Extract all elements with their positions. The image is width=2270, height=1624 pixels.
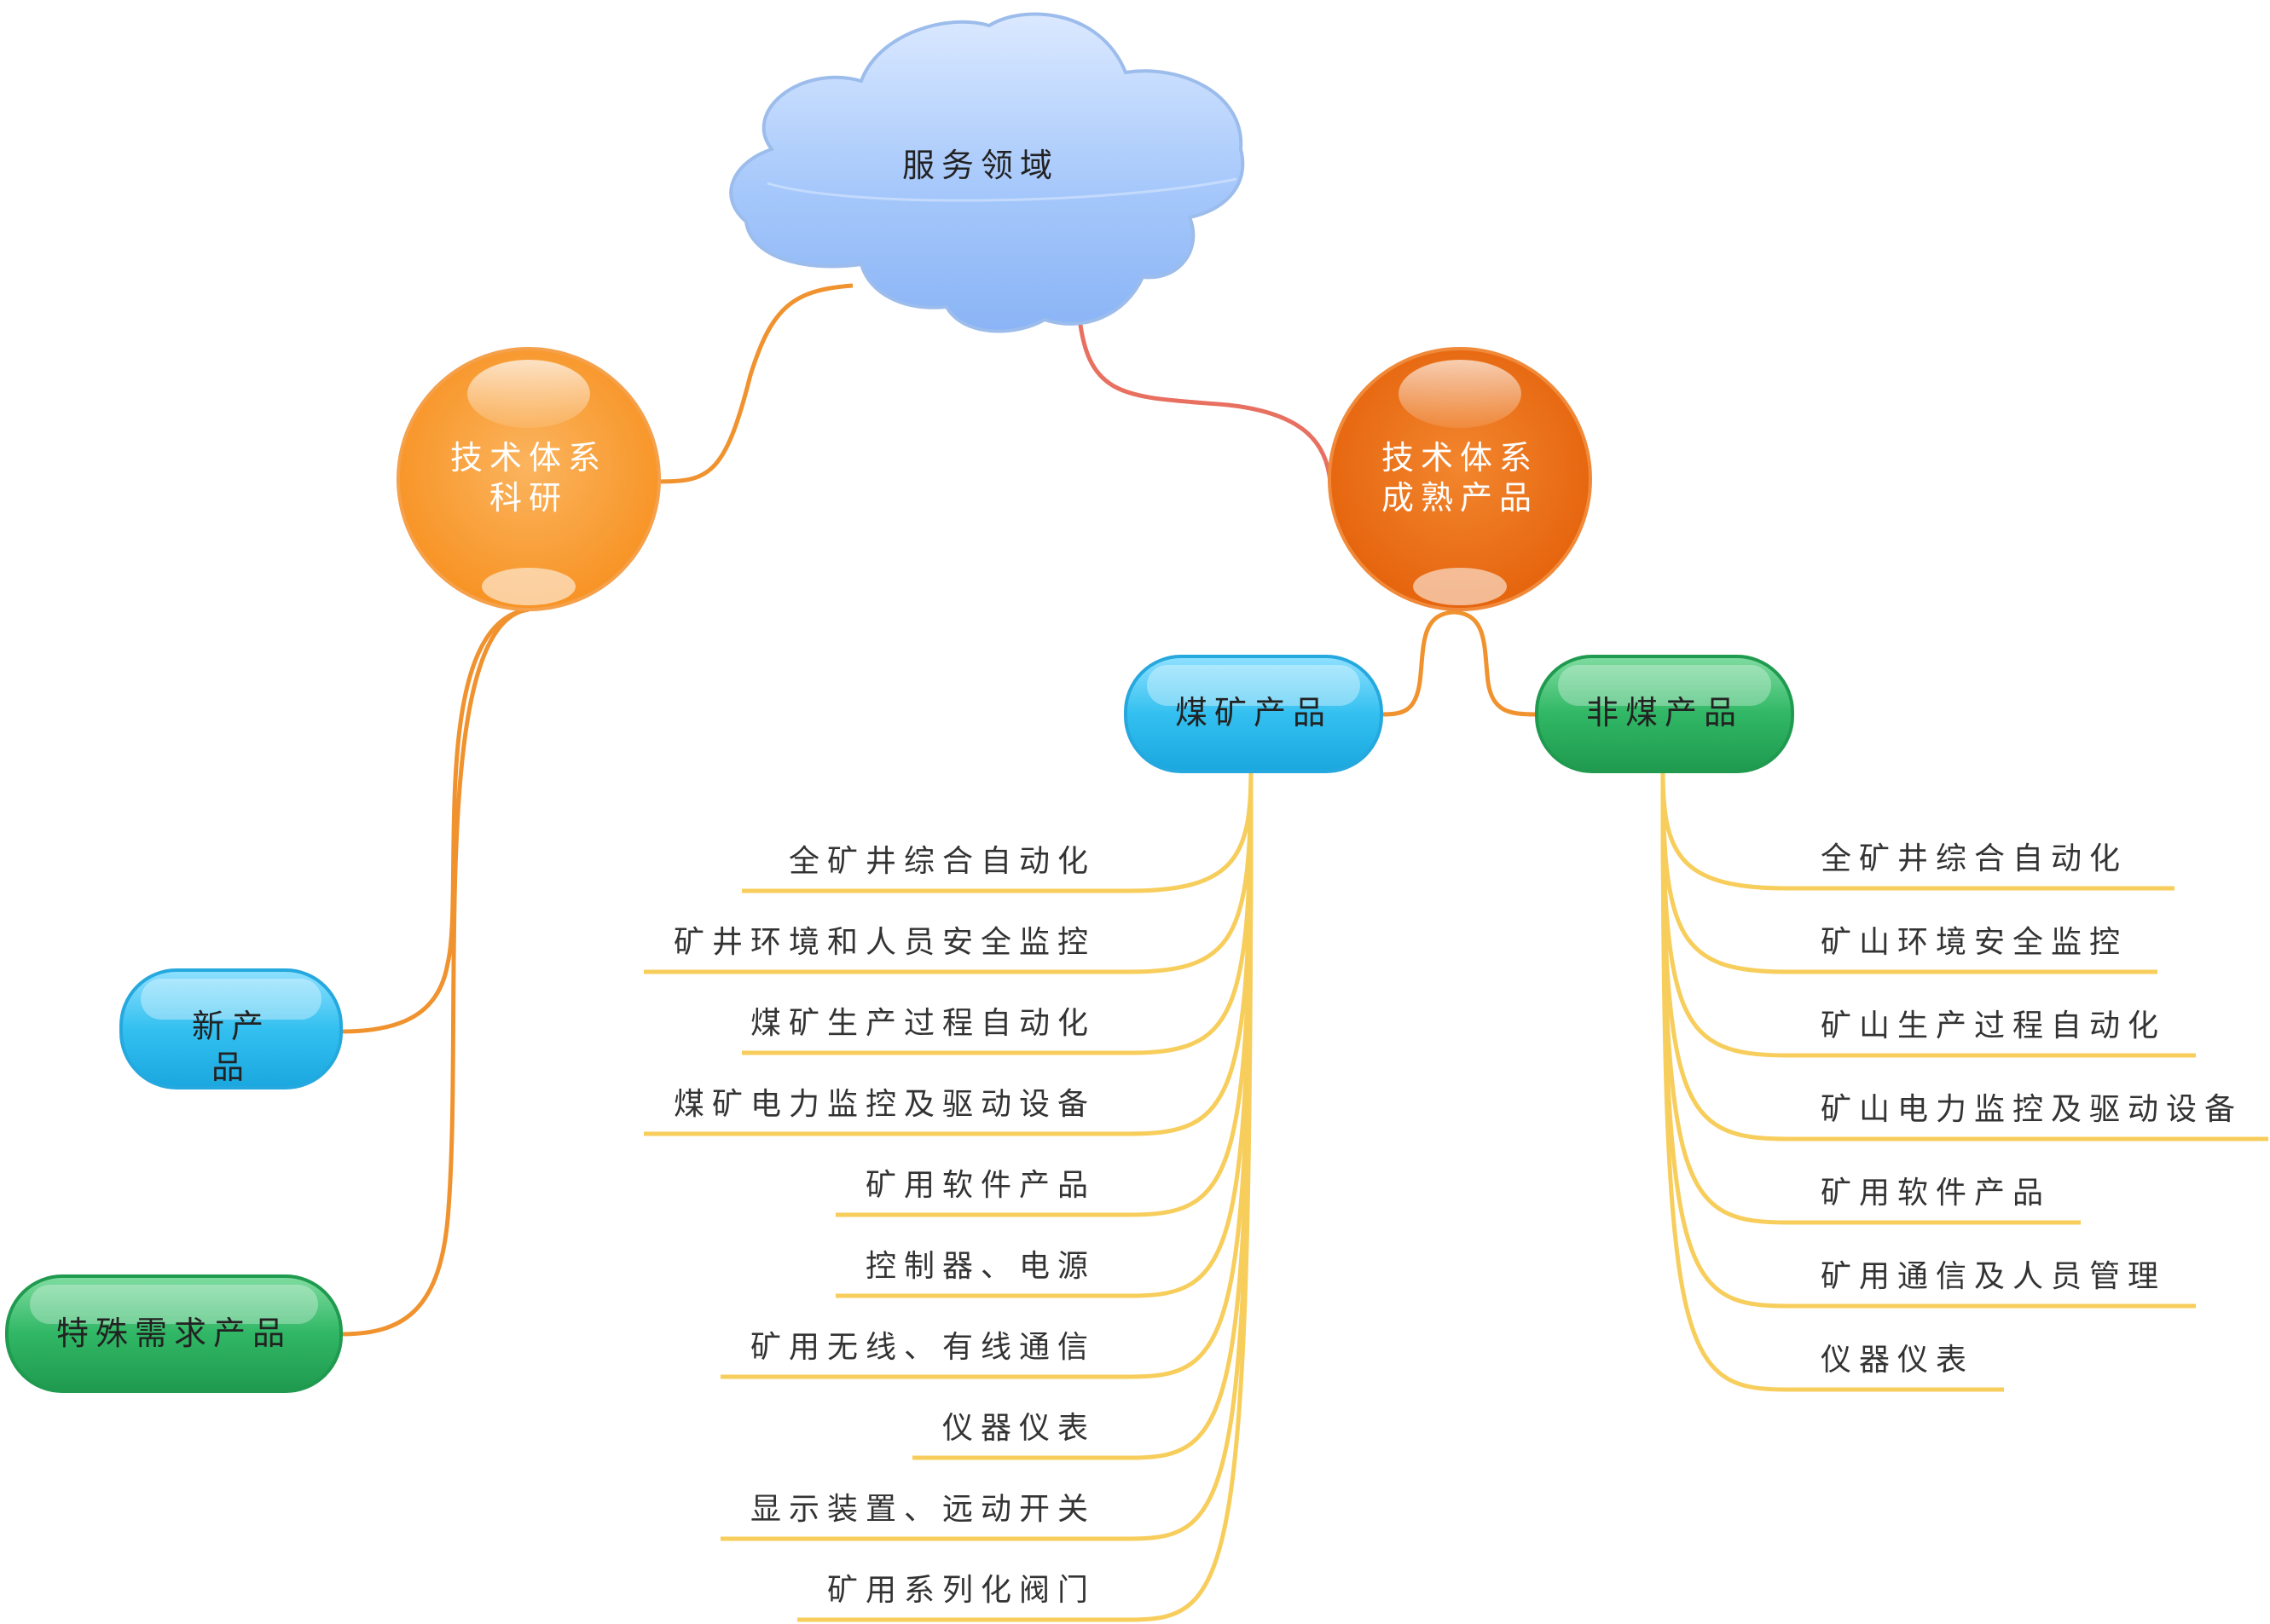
new-product-label-line1: 新产	[191, 1008, 270, 1045]
coal-item-label: 矿用软件产品	[865, 1168, 1096, 1203]
noncoal-item-label: 矿山环境安全监控	[1821, 925, 2128, 960]
link-root-research	[656, 283, 854, 484]
coal-item-label: 矿用系列化阀门	[826, 1573, 1096, 1608]
noncoal-item-label: 仪器仪表	[1821, 1343, 1975, 1378]
link-root-mature	[1076, 310, 1333, 483]
noncoal-branch-line	[1660, 771, 2004, 1392]
mature-label-line1: 技术体系	[1381, 439, 1538, 477]
new-product-node[interactable]	[119, 968, 343, 1089]
link-research-new	[340, 607, 530, 1034]
new-product-label-line2: 品	[211, 1049, 251, 1086]
coal-item-label: 煤矿生产过程自动化	[750, 1006, 1096, 1041]
research-node[interactable]	[397, 347, 661, 611]
research-label-line2: 科研	[489, 479, 568, 517]
noncoal-item-label: 全矿井综合自动化	[1821, 841, 2128, 876]
noncoal-item-label: 矿用通信及人员管理	[1821, 1259, 2167, 1294]
noncoal-item-label: 矿用软件产品	[1821, 1176, 2052, 1211]
mature-node[interactable]	[1328, 347, 1592, 611]
noncoal-branch-line	[1660, 771, 2081, 1225]
link-mature-noncoal	[1453, 610, 1537, 717]
mature-label-line2: 成熟产品	[1381, 479, 1538, 517]
cloud-shape	[729, 12, 1245, 333]
coal-label: 煤矿产品	[1174, 694, 1332, 731]
noncoal-item-label: 矿山电力监控及驱动设备	[1821, 1092, 2244, 1127]
noncoal-item-label: 矿山生产过程自动化	[1821, 1008, 2167, 1043]
connector-lines	[340, 283, 1537, 1337]
coal-item-label: 显示装置、远动开关	[750, 1492, 1096, 1527]
coal-branch-line	[797, 771, 1254, 1622]
coal-item-label: 全矿井综合自动化	[788, 844, 1096, 879]
link-research-special	[340, 607, 530, 1337]
coal-branch-line	[836, 771, 1254, 1217]
noncoal-label: 非煤产品	[1585, 694, 1743, 731]
coal-item-label: 仪器仪表	[941, 1411, 1096, 1446]
coal-branch-lines	[644, 771, 1254, 1622]
noncoal-node[interactable]	[1535, 655, 1794, 773]
link-mature-coal	[1381, 610, 1455, 717]
coal-item-label: 矿用无线、有线通信	[750, 1330, 1096, 1365]
coal-item-label: 煤矿电力监控及驱动设备	[673, 1087, 1096, 1122]
coal-node[interactable]	[1124, 655, 1383, 773]
special-label: 特殊需求产品	[55, 1315, 292, 1352]
root-cloud[interactable]	[729, 12, 1245, 333]
noncoal-branch-lines	[1660, 771, 2268, 1392]
coal-item-label: 控制器、电源	[865, 1249, 1096, 1284]
special-node[interactable]	[5, 1274, 343, 1393]
root-label: 服务领域	[901, 147, 1059, 184]
coal-item-label: 矿井环境和人员安全监控	[673, 925, 1096, 960]
research-label-line1: 技术体系	[449, 439, 607, 477]
